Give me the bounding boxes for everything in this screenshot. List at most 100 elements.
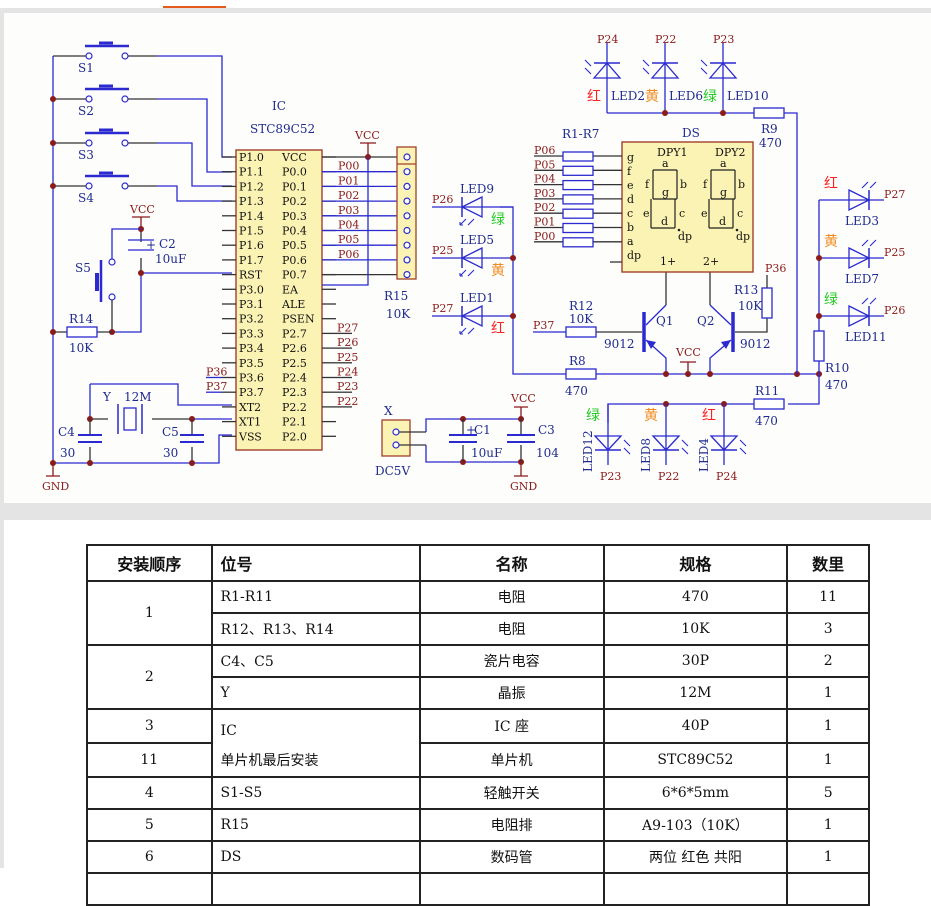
table-row: 1 R1-R11 电阻 470 11 <box>86 580 870 646</box>
cell-name: 单片机 <box>418 742 605 778</box>
cell-qty: 1 <box>786 742 870 778</box>
led-light-icon <box>642 59 650 75</box>
led-light-icon <box>739 439 747 455</box>
seven-segment-icon <box>650 169 678 229</box>
c2-plates <box>128 239 154 251</box>
ic-pin-right: P2.1 <box>282 416 307 429</box>
junction <box>138 270 144 276</box>
net-label-p2: P26 <box>337 336 358 349</box>
led-ref: LED6 <box>669 89 703 103</box>
q2-part: 9012 <box>740 337 771 351</box>
cell-order: 11 <box>86 742 213 778</box>
r15-pin <box>403 271 411 279</box>
ic-pin-left: VSS <box>238 430 262 443</box>
segment-pin-label: g <box>627 151 634 164</box>
cell-order: 4 <box>86 776 213 810</box>
r13-body <box>761 287 773 319</box>
ic-part: STC89C52 <box>250 122 315 136</box>
dp-dot <box>677 228 681 232</box>
r9-body <box>753 107 785 119</box>
led-light-icon <box>459 218 475 226</box>
led-light-icon <box>584 59 592 75</box>
vcc-label-q: VCC <box>675 346 701 359</box>
vcc-label-power: VCC <box>510 392 536 405</box>
resistor-body <box>562 165 594 176</box>
c1-plus: + <box>466 423 476 437</box>
r12-ref: R12 <box>569 299 593 313</box>
led-net: P26 <box>884 304 905 317</box>
switch-contact <box>85 139 93 147</box>
led-ref: LED12 <box>581 430 595 472</box>
led-light-icon <box>700 59 708 75</box>
net-label-p2: P23 <box>337 380 358 393</box>
junction <box>87 460 93 466</box>
ic-pin-right: P0.0 <box>282 166 307 179</box>
connector-pin <box>392 441 400 449</box>
ic-pin-left: P3.5 <box>239 357 264 370</box>
led-color-label: 红 <box>702 408 716 424</box>
r15-pin <box>403 197 411 205</box>
ic-pin-right: P2.0 <box>282 430 307 443</box>
q1-part: 9012 <box>604 337 635 351</box>
table-row: 5 R15 电阻排 A9-103（10K） 1 <box>86 808 870 842</box>
led-light-icon <box>459 269 475 277</box>
switch-contact <box>121 182 129 190</box>
r12-body <box>565 326 597 338</box>
ic-pin-left: XT2 <box>239 401 261 414</box>
junction <box>685 371 691 377</box>
header-ref: 位号 <box>210 544 421 582</box>
gnd-label-left: GND <box>42 480 69 493</box>
cell-qty: 1 <box>786 708 870 744</box>
net-label-p0: P06 <box>534 144 555 157</box>
seg-c: c <box>679 207 685 220</box>
ic-pin-left: XT1 <box>239 416 261 429</box>
cell-qty: 1 <box>786 808 870 842</box>
net-label-p0: P03 <box>534 187 555 200</box>
c4-c5-leads <box>89 419 193 463</box>
led-color-label: 绿 <box>586 408 600 424</box>
ic-pin-left: P3.6 <box>239 372 264 385</box>
cell-ref: C4、C5 <box>210 644 421 678</box>
ic-pin-left: P3.4 <box>239 342 264 355</box>
ic-pin-left: P3.2 <box>239 313 264 326</box>
r15-pin <box>403 182 411 190</box>
led-net: P27 <box>884 188 905 201</box>
led-light-icon <box>861 297 877 305</box>
dpy2-label: DPY2 <box>715 146 745 159</box>
r14-body <box>66 326 98 338</box>
net-label-p3: P36 <box>206 366 227 379</box>
led-color-label: 黄 <box>491 262 505 279</box>
led-body <box>848 188 871 212</box>
switch-s2: S2 <box>50 84 157 118</box>
c3-ref: C3 <box>538 423 555 437</box>
led-body <box>460 304 483 328</box>
power-connector-body <box>381 419 411 457</box>
c4-ref: C4 <box>58 425 75 439</box>
wire-s5-top <box>111 228 141 262</box>
bom-image-frame: 安装顺序 位号 名称 规格 数里 1 R1-R11 电阻 470 11 R12、… <box>0 512 931 906</box>
cell-spec: 12M <box>602 676 789 710</box>
cell-ref: R12、R13、R14 <box>210 612 421 646</box>
s5-contact <box>108 258 116 266</box>
gnd-symbol-power <box>514 462 528 477</box>
ic-pin-left: P1.1 <box>239 166 264 179</box>
seven-segment-icon <box>708 169 736 229</box>
seg-f: f <box>703 178 708 191</box>
net-label-p3: P37 <box>206 380 227 393</box>
table-row-partial <box>86 872 870 906</box>
junction <box>50 96 56 102</box>
seg-g: g <box>662 186 669 199</box>
led-body <box>592 62 622 79</box>
wire-s2 <box>157 98 232 173</box>
seg-e: e <box>701 207 708 220</box>
cell-spec: 30P <box>602 644 789 678</box>
r15-pin <box>403 168 411 176</box>
c4-value: 30 <box>60 446 75 460</box>
led-net: P24 <box>716 470 737 483</box>
resistor-body <box>562 179 594 191</box>
net-label-p0: P03 <box>338 204 359 217</box>
led-body <box>848 304 871 328</box>
led-color-label: 黄 <box>644 407 658 424</box>
